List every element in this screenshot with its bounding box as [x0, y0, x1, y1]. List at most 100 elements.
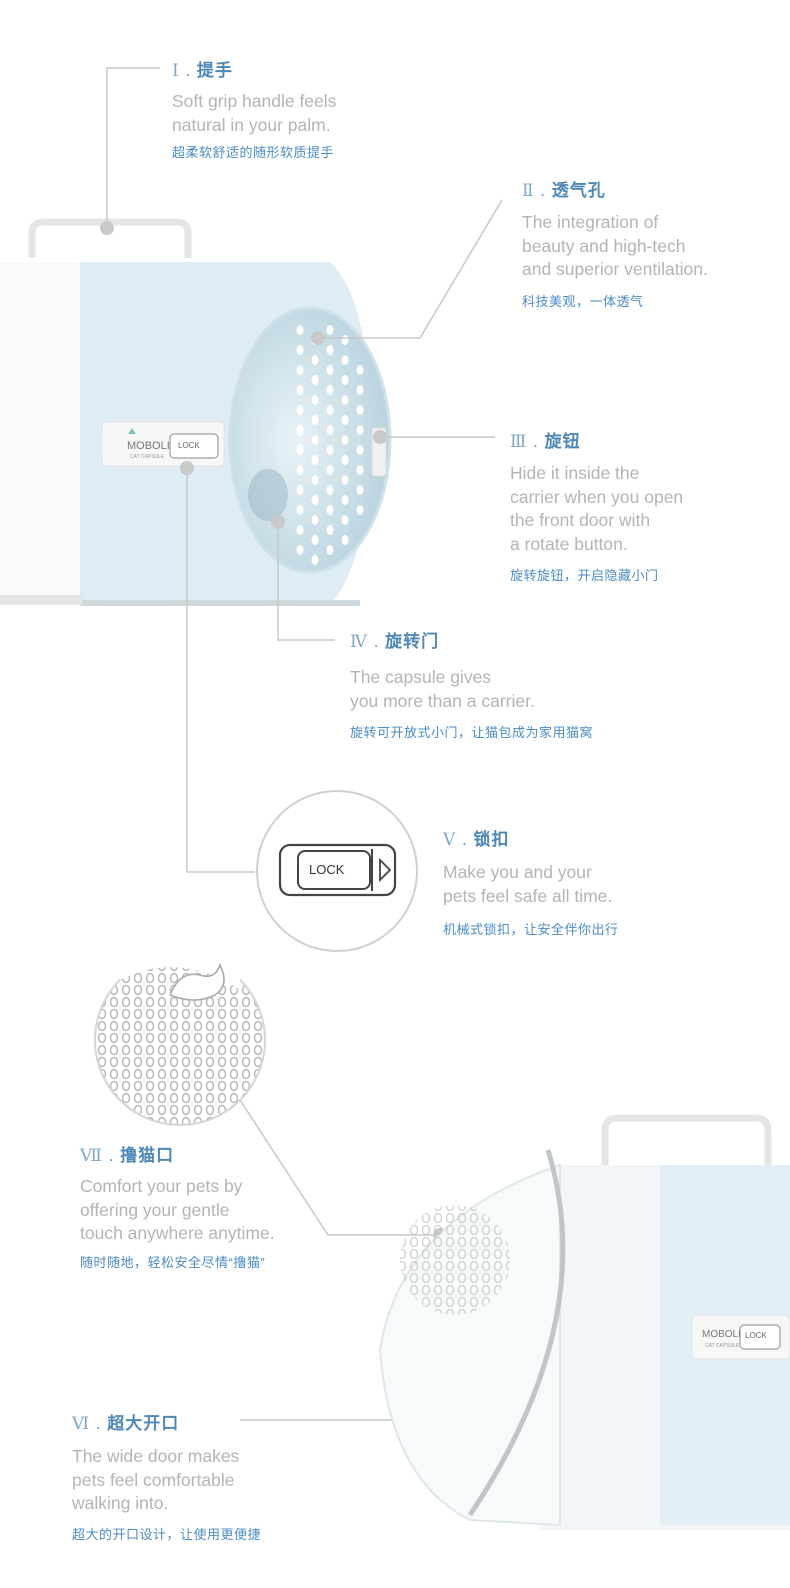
description-line: carrier when you open: [510, 486, 684, 507]
description-line: touch anywhere anytime.: [80, 1223, 275, 1243]
vent-hole: [296, 465, 304, 475]
lock-text-bottom: LOCK: [745, 1331, 767, 1340]
vent-hole: [326, 385, 334, 395]
vent-hole: [311, 435, 319, 445]
description-line: The capsule gives: [350, 667, 492, 687]
description-line: pets feel comfortable: [72, 1469, 235, 1490]
vent-hole: [296, 365, 304, 375]
feature-number: Ⅲ: [510, 432, 528, 452]
brand-sub-text-bottom: CAT CAPSULE: [705, 1343, 740, 1349]
vent-hole: [356, 425, 364, 435]
description-line: The wide door makes: [72, 1446, 240, 1466]
description-line: walking into.: [72, 1493, 169, 1513]
vent-hole: [296, 485, 304, 495]
description-line: you more than a carrier.: [350, 690, 535, 711]
vent-hole: [296, 445, 304, 455]
vent-hole: [326, 545, 334, 555]
petting-port-circle: [94, 940, 266, 1126]
vent-hole: [341, 395, 349, 405]
feature-title: Ⅱ . 透气孔: [522, 181, 606, 201]
feature-number: Ⅰ: [172, 61, 180, 81]
vent-hole: [326, 325, 334, 335]
vent-hole: [311, 555, 319, 565]
description-line: natural in your palm.: [172, 114, 331, 135]
description-line: pets feel safe all time.: [443, 885, 613, 906]
vent-hole: [341, 335, 349, 345]
vent-hole: [296, 505, 304, 515]
feature-description: The capsule gives you more than a carrier…: [350, 666, 535, 713]
description-line: a rotate button.: [510, 533, 628, 554]
vent-hole: [341, 475, 349, 485]
feature-chinese-description: 科技美观，一体透气: [522, 294, 644, 309]
brand-sub-text: CAT CAPSULE: [130, 454, 165, 460]
vent-hole: [356, 365, 364, 375]
vent-hole: [356, 405, 364, 415]
brand-logo-text-bottom: MOBOLI: [702, 1329, 741, 1340]
vent-hole: [326, 405, 334, 415]
feature-description: Soft grip handle feels natural in your pa…: [172, 90, 336, 137]
feature-label: 锁扣: [473, 830, 510, 849]
feature-label: 撸猫口: [120, 1146, 175, 1165]
vent-hole: [356, 485, 364, 495]
feature-title: Ⅶ . 撸猫口: [80, 1146, 175, 1166]
description-line: Soft grip handle feels: [172, 91, 337, 111]
feature-title: Ⅰ . 提手: [172, 61, 233, 81]
vent-hole: [341, 535, 349, 545]
feature-chinese-description: 旋转旋钮，开启隐藏小门: [510, 568, 659, 583]
feature-chinese-description: 超大的开口设计，让使用更便捷: [72, 1527, 262, 1542]
description-line: Make you and your: [443, 862, 592, 882]
feature-label: 旋钮: [544, 432, 581, 451]
vent-hole: [356, 505, 364, 515]
feature-number: Ⅴ: [443, 830, 457, 850]
feature-number: Ⅵ: [72, 1414, 91, 1434]
vent-hole: [356, 385, 364, 395]
description-line: offering your gentle: [80, 1199, 230, 1220]
brand-logo-text: MOBOLI: [127, 440, 170, 452]
vent-hole: [356, 445, 364, 455]
vent-hole: [326, 345, 334, 355]
vent-hole: [341, 375, 349, 385]
feature-title: Ⅳ . 旋转门: [350, 632, 440, 652]
vent-hole: [296, 525, 304, 535]
vent-hole: [326, 505, 334, 515]
vent-hole: [311, 375, 319, 385]
vent-hole: [341, 515, 349, 525]
ventilation-dome: [228, 306, 392, 574]
vent-hole: [296, 405, 304, 415]
feature-description: Make you and your pets feel safe all time…: [443, 861, 612, 908]
feature-label: 旋转门: [385, 632, 440, 651]
feature-label: 透气孔: [551, 181, 606, 200]
vent-hole: [311, 415, 319, 425]
feature-number: Ⅳ: [350, 632, 368, 652]
bottom-carrier-image: [378, 1114, 790, 1530]
vent-hole: [326, 485, 334, 495]
vent-hole: [296, 345, 304, 355]
feature-number: Ⅶ: [80, 1146, 103, 1166]
lock-text-small: LOCK: [178, 441, 200, 450]
top-carrier-image: [0, 218, 392, 606]
vent-hole: [326, 465, 334, 475]
vent-hole: [341, 435, 349, 445]
description-line: and superior ventilation.: [522, 259, 708, 279]
description-line: Comfort your pets by: [80, 1176, 243, 1196]
vent-hole: [296, 425, 304, 435]
feature-label: 提手: [196, 61, 233, 80]
vent-hole: [326, 525, 334, 535]
feature-label: 超大开口: [107, 1414, 180, 1433]
feature-chinese-description: 机械式锁扣，让安全伴你出行: [443, 922, 619, 937]
feature-title: Ⅲ . 旋钮: [510, 432, 581, 452]
vent-hole: [341, 355, 349, 365]
vent-hole: [311, 475, 319, 485]
vent-hole: [326, 365, 334, 375]
vent-hole: [311, 355, 319, 365]
vent-hole: [326, 425, 334, 435]
feature-chinese-description: 超柔软舒适的随形软质提手: [172, 145, 335, 160]
lock-detail-circle: [256, 790, 418, 952]
vent-hole: [296, 385, 304, 395]
description-line: Hide it inside the: [510, 463, 640, 483]
vent-hole: [311, 535, 319, 545]
feature-title: Ⅴ . 锁扣: [443, 830, 510, 850]
vent-hole: [341, 415, 349, 425]
